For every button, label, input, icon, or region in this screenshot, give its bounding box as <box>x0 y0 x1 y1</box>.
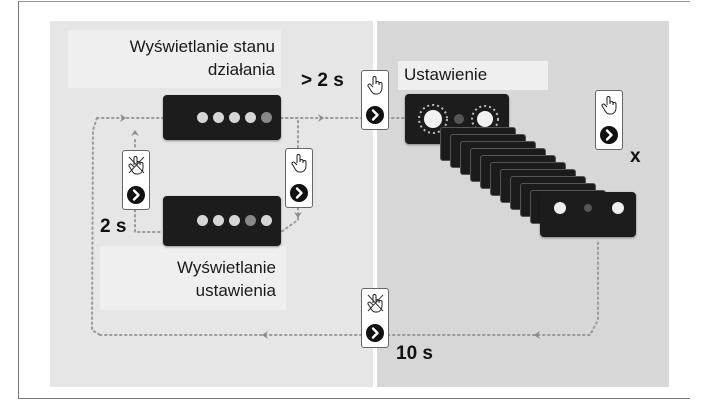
hand-crossed-icon <box>128 156 145 175</box>
status-display <box>163 95 281 140</box>
frame-top-border <box>18 1 690 2</box>
status-display-label: Wyświetlanie stanu działania <box>68 30 281 88</box>
button-press-mid[interactable] <box>285 148 313 208</box>
setting-led <box>197 215 208 226</box>
setting-led <box>261 215 272 226</box>
stack-card-front <box>540 192 636 237</box>
arrow-right-icon <box>366 106 384 124</box>
hold-2s-label: 2 s <box>100 216 127 237</box>
button-press-repeat[interactable] <box>595 90 623 150</box>
arrow-right-icon <box>127 186 145 204</box>
hand-press-icon <box>291 154 307 173</box>
diagram-frame <box>18 1 690 399</box>
status-led <box>229 111 240 123</box>
arrow-right-icon <box>290 184 308 202</box>
flow-line-inner-down <box>134 209 164 233</box>
setting-display-label: Wyświetlanie ustawienia <box>100 246 286 310</box>
chevron-icon-5 <box>262 331 268 339</box>
setting-led-dim <box>245 215 256 226</box>
button-press-hold[interactable] <box>361 70 389 130</box>
setting-label: Ustawienie <box>398 61 548 90</box>
timeout-10s-label: 10 s <box>396 343 433 364</box>
chevron-icon-3 <box>131 130 139 136</box>
glowing-leds-icon <box>554 202 624 214</box>
chevron-icon-2 <box>318 114 324 122</box>
setting-display <box>163 196 281 246</box>
setting-led <box>229 215 240 226</box>
repeat-x-label: x <box>630 146 641 167</box>
chevron-icon-6 <box>534 331 540 339</box>
hand-press-icon <box>601 96 617 115</box>
status-led <box>245 111 256 123</box>
setting-led <box>213 215 224 226</box>
chevron-icon-4 <box>294 212 302 218</box>
hand-crossed-icon <box>367 294 384 313</box>
status-led <box>213 111 224 123</box>
status-led <box>197 111 208 123</box>
arrow-right-icon <box>600 126 618 144</box>
flow-line-right-upper <box>280 117 299 151</box>
chevron-icon-1 <box>120 114 126 122</box>
hand-press-icon <box>367 76 383 95</box>
status-led-dim <box>261 111 272 123</box>
arrow-right-icon <box>366 324 384 342</box>
button-no-press-timeout[interactable] <box>361 288 389 348</box>
flow-line-left-outer <box>90 117 101 336</box>
flow-line-bottom-right <box>387 239 599 336</box>
hold-more-than-2s-label: > 2 s <box>301 70 344 91</box>
button-no-press-left[interactable] <box>122 150 150 210</box>
